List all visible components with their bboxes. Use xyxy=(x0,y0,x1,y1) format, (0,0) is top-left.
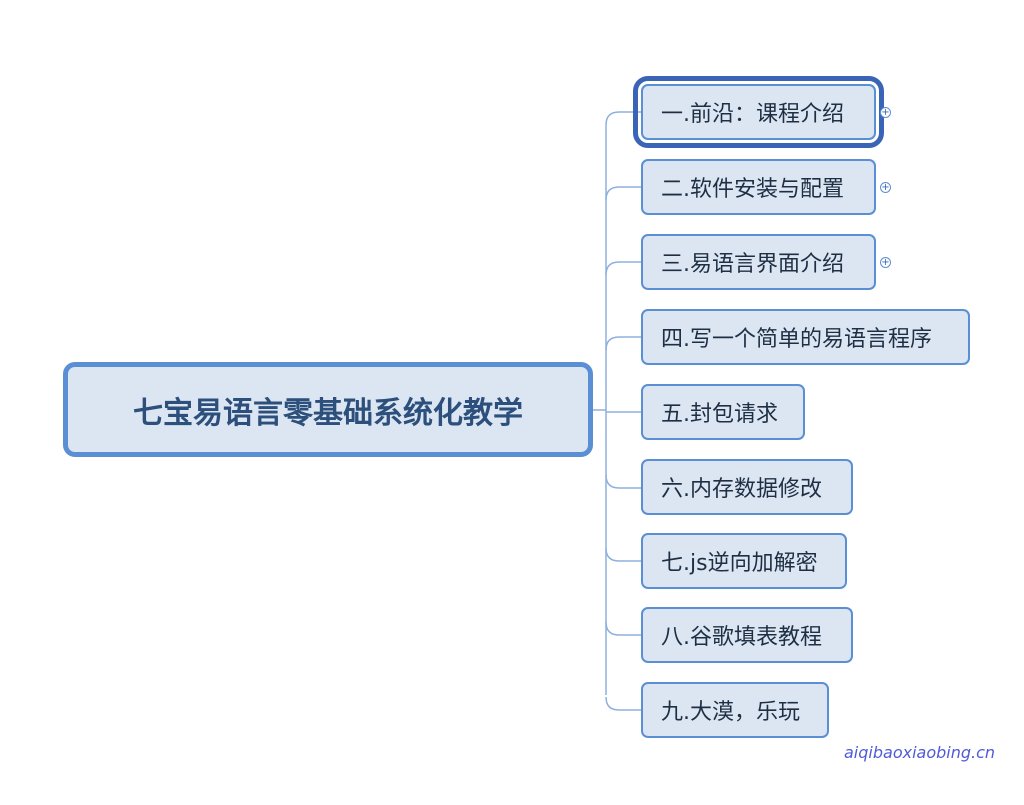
topic-label: 五.封包请求 xyxy=(661,402,778,427)
topic-3[interactable]: 三.易语言界面介绍 xyxy=(641,234,876,290)
central-topic[interactable]: 七宝易语言零基础系统化教学 xyxy=(63,362,593,457)
topic-label: 一.前沿：课程介绍 xyxy=(661,102,844,127)
topic-7[interactable]: 七.js逆向加解密 xyxy=(641,533,847,589)
topic-4[interactable]: 四.写一个简单的易语言程序 xyxy=(641,309,970,365)
topic-1[interactable]: 一.前沿：课程介绍 xyxy=(633,76,884,148)
central-topic-label: 七宝易语言零基础系统化教学 xyxy=(133,395,523,431)
topic-9[interactable]: 九.大漠，乐玩 xyxy=(641,682,829,738)
topic-label: 八.谷歌填表教程 xyxy=(661,625,822,650)
plus-circle-icon[interactable]: + xyxy=(880,182,891,193)
topic-label: 九.大漠，乐玩 xyxy=(661,700,800,725)
topic-label: 四.写一个简单的易语言程序 xyxy=(661,327,932,352)
plus-circle-icon[interactable]: + xyxy=(880,257,891,268)
topic-6[interactable]: 六.内存数据修改 xyxy=(641,459,853,515)
topic-2[interactable]: 二.软件安装与配置 xyxy=(641,159,876,215)
plus-circle-icon[interactable]: + xyxy=(880,107,891,118)
topic-label: 六.内存数据修改 xyxy=(661,477,822,502)
topic-label: 三.易语言界面介绍 xyxy=(661,252,844,277)
topic-label: 七.js逆向加解密 xyxy=(661,551,818,576)
watermark: aiqibaoxiaobing.cn xyxy=(844,743,996,762)
topic-5[interactable]: 五.封包请求 xyxy=(641,384,805,440)
topic-8[interactable]: 八.谷歌填表教程 xyxy=(641,607,853,663)
topic-label: 二.软件安装与配置 xyxy=(661,177,844,202)
